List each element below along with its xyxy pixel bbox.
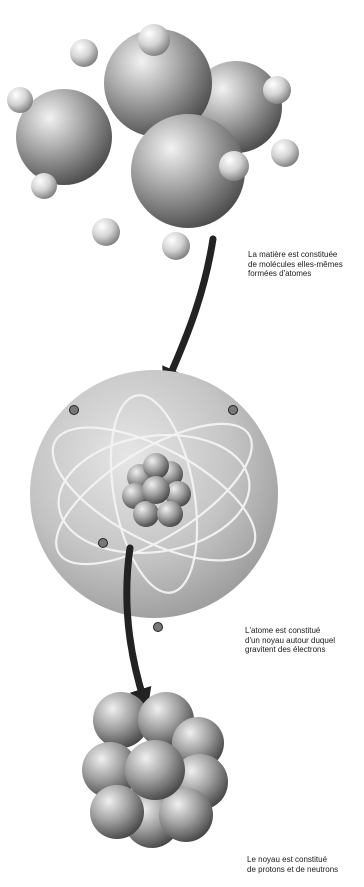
curved-arrow-icon	[168, 239, 213, 380]
electron	[229, 406, 238, 415]
electron	[99, 539, 108, 548]
molecule-caption: La matière est constituée de molécules e…	[248, 250, 343, 279]
nucleus-illustration	[82, 692, 228, 848]
atom-illustration	[30, 370, 278, 632]
atom-caption: L'atome est constitué d'un noyau autour …	[245, 626, 335, 655]
nucleus-caption: Le noyau est constitué de protons et de …	[247, 855, 338, 874]
electron	[154, 623, 163, 632]
molecule-illustration	[7, 24, 299, 260]
electron	[70, 406, 79, 415]
